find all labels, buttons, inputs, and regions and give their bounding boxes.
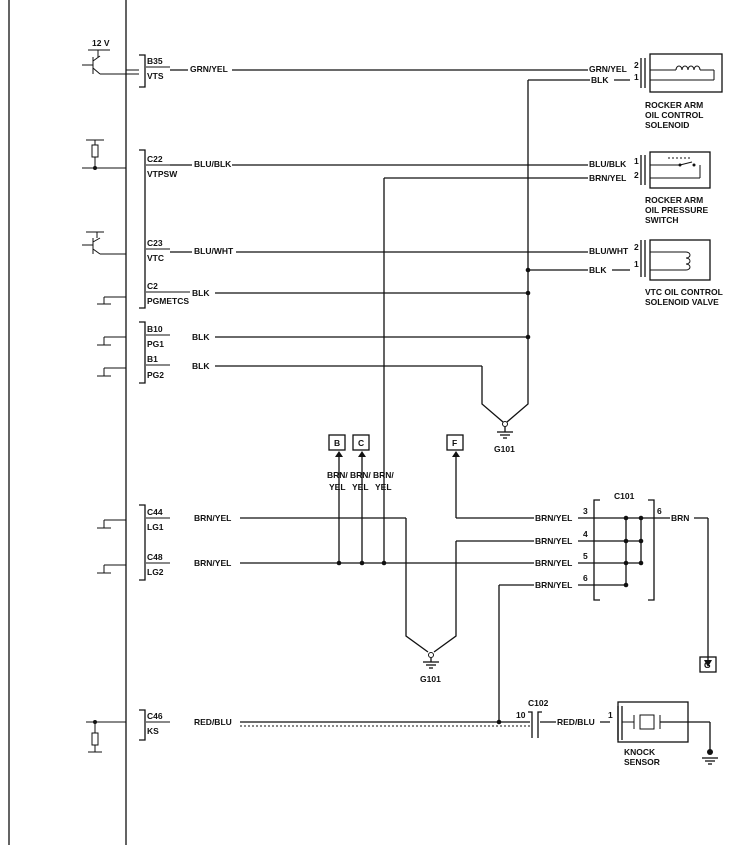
- wire-color-label: BRN/YEL: [535, 513, 572, 523]
- pin-label: B10: [147, 324, 163, 334]
- wire-color-label: BRN/YEL: [194, 513, 231, 523]
- pin-number: 4: [583, 529, 588, 539]
- component-label: SENSOR: [624, 757, 660, 767]
- signal-label: LG1: [147, 522, 164, 532]
- pin-number: 6: [583, 573, 588, 583]
- signal-label: PG2: [147, 370, 164, 380]
- wire-color-label: BRN/YEL: [589, 173, 626, 183]
- ecm-connector-brackets: [126, 54, 146, 741]
- pin-number: 2: [634, 60, 639, 70]
- ref-label-c: C: [358, 438, 364, 448]
- wire-color-label: YEL: [375, 482, 392, 492]
- signal-label: PG1: [147, 339, 164, 349]
- wire-color-label: RED/BLU: [194, 717, 232, 727]
- ground-label: G101: [494, 444, 515, 454]
- wire-color-label: BRN/YEL: [535, 558, 572, 568]
- connector-label: C102: [528, 698, 549, 708]
- wire-color-label: YEL: [352, 482, 369, 492]
- wire-color-label: GRN/YEL: [589, 64, 627, 74]
- wire-color-label: BRN/YEL: [535, 580, 572, 590]
- wire-color-label: BRN/: [373, 470, 394, 480]
- signal-label: LG2: [147, 567, 164, 577]
- junction-dots: [336, 267, 644, 725]
- supply-label: 12 V: [92, 38, 110, 48]
- pin-label: C44: [147, 507, 163, 517]
- vtc-solenoid-valve: 2 1 VTC OIL CONTROL SOLENOID VALVE: [634, 239, 723, 307]
- ecm-module: [8, 0, 127, 845]
- wire-color-label: BLK: [591, 75, 609, 85]
- wires: [170, 69, 711, 752]
- component-label: SWITCH: [645, 215, 679, 225]
- pin-number: 2: [634, 170, 639, 180]
- ref-label-f: F: [452, 438, 457, 448]
- wire-color-label: BLK: [192, 288, 210, 298]
- pin-label: B1: [147, 354, 158, 364]
- reference-markers: B C F G: [328, 434, 717, 673]
- wire-color-label: BRN/: [327, 470, 348, 480]
- pin-number: 5: [583, 551, 588, 561]
- wire-color-label: BRN: [671, 513, 689, 523]
- rocker-arm-pressure-switch: 1 2 ROCKER ARM OIL PRESSURE SWITCH: [634, 151, 711, 225]
- wire-color-label: BLU/BLK: [194, 159, 232, 169]
- pin-label: C46: [147, 711, 163, 721]
- pin-label: C2: [147, 281, 158, 291]
- connector-c101: C101 3 4 5 6 6: [583, 491, 662, 601]
- ground-label: G101: [420, 674, 441, 684]
- pin-label: C23: [147, 238, 163, 248]
- connector-c102: C102 10: [516, 698, 549, 738]
- wire-color-label: BRN/YEL: [535, 536, 572, 546]
- signal-label: VTPSW: [147, 169, 178, 179]
- wire-color-label: BRN/YEL: [194, 558, 231, 568]
- wire-color-label: GRN/YEL: [190, 64, 228, 74]
- component-label: KNOCK: [624, 747, 656, 757]
- ecm-pin-labels: B35 VTS C22 VTPSW C23 VTC C2 PGMETCS B10…: [146, 56, 190, 736]
- wire-color-label: BLK: [589, 265, 607, 275]
- wire-color-label: BLK: [192, 332, 210, 342]
- wire-labels: GRN/YEL BLU/BLK BLU/WHT BLK BLK BLK BRN/…: [188, 62, 694, 727]
- wire-color-label: YEL: [329, 482, 346, 492]
- component-label: ROCKER ARM: [645, 100, 703, 110]
- signal-label: PGMETCS: [147, 296, 189, 306]
- component-label: OIL CONTROL: [645, 110, 703, 120]
- wire-color-label: RED/BLU: [557, 717, 595, 727]
- wire-color-label: BRN/: [350, 470, 371, 480]
- wire-color-label: BLU/WHT: [589, 246, 629, 256]
- pin-number: 1: [634, 259, 639, 269]
- pin-number: 1: [634, 156, 639, 166]
- pin-number: 2: [634, 242, 639, 252]
- pin-number: 6: [657, 506, 662, 516]
- pin-label: B35: [147, 56, 163, 66]
- ref-label-g: G: [704, 660, 711, 670]
- component-label: ROCKER ARM: [645, 195, 703, 205]
- ecm-internal-drivers: 12 V: [82, 38, 126, 753]
- ref-label-b: B: [334, 438, 340, 448]
- rocker-arm-solenoid: 2 1 ROCKER ARM OIL CONTROL SOLENOID: [634, 53, 723, 130]
- signal-label: VTS: [147, 71, 164, 81]
- wire-color-label: BLU/WHT: [194, 246, 234, 256]
- signal-label: VTC: [147, 253, 164, 263]
- pin-number: 1: [634, 72, 639, 82]
- wire-color-label: BLK: [192, 361, 210, 371]
- pin-number: 1: [608, 710, 613, 720]
- component-label: SOLENOID VALVE: [645, 297, 719, 307]
- pin-label: C48: [147, 552, 163, 562]
- component-label: OIL PRESSURE: [645, 205, 708, 215]
- component-label: VTC OIL CONTROL: [645, 287, 723, 297]
- connector-label: C101: [614, 491, 635, 501]
- pin-number: 3: [583, 506, 588, 516]
- ground-g101-lower: G101: [420, 652, 441, 684]
- knock-sensor: 1 KNOCK SENSOR: [608, 701, 718, 767]
- wire-color-label: BLU/BLK: [589, 159, 627, 169]
- pin-number: 10: [516, 710, 526, 720]
- component-label: SOLENOID: [645, 120, 689, 130]
- ground-g101-upper: G101: [494, 421, 515, 454]
- signal-label: KS: [147, 726, 159, 736]
- pin-label: C22: [147, 154, 163, 164]
